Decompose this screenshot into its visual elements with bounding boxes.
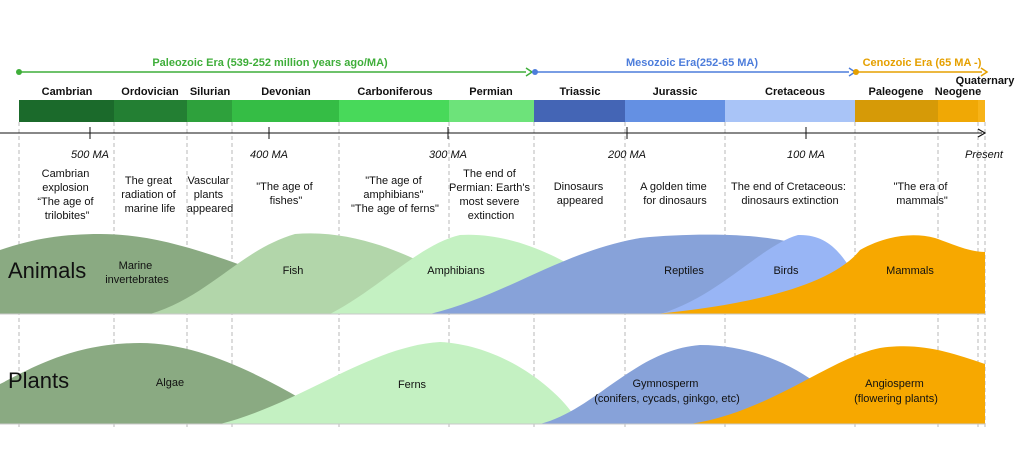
period-label-devonian: Devonian bbox=[261, 86, 311, 98]
plant-group-angiosperm-label: Angiosperm (flowering plants) bbox=[854, 378, 938, 405]
plant-group-ferns-label: Ferns bbox=[398, 379, 427, 391]
era-mesozoic-label: Mesozoic Era(252-65 MA) bbox=[626, 57, 758, 69]
animal-group-birds-label: Birds bbox=[773, 265, 799, 277]
plant-group-algae-label: Algae bbox=[156, 377, 184, 389]
event-silurian: Vascular plants appeared bbox=[187, 175, 234, 215]
tick-label: 100 MA bbox=[787, 149, 825, 161]
period-block-devonian bbox=[232, 100, 339, 122]
period-block-paleogene bbox=[855, 100, 938, 122]
period-label-paleogene: Paleogene bbox=[868, 86, 923, 98]
plants-row-label: Plants bbox=[8, 368, 69, 393]
event-permian: The end of Permian: Earth's most severe … bbox=[449, 168, 533, 222]
animal-group-reptiles-label: Reptiles bbox=[664, 265, 704, 277]
animal-group-mammals-label: Mammals bbox=[886, 265, 934, 277]
tick-label: 500 MA bbox=[71, 149, 109, 161]
period-labels: Cambrian Ordovician Silurian Devonian Ca… bbox=[42, 75, 1016, 98]
era-paleozoic-label: Paleozoic Era (539-252 million years ago… bbox=[152, 57, 388, 69]
era-arrow-icon bbox=[525, 67, 534, 77]
period-label-permian: Permian bbox=[469, 86, 513, 98]
animal-group-fish-label: Fish bbox=[283, 265, 304, 277]
era-bar: Paleozoic Era (539-252 million years ago… bbox=[16, 57, 989, 77]
period-block-ordovician bbox=[114, 100, 187, 122]
event-descriptions: Cambrian explosion “The age of trilobite… bbox=[37, 168, 950, 222]
era-cenozoic-label: Cenozoic Era (65 MA -) bbox=[863, 57, 982, 69]
animal-group-marine-invertebrates-label: Marine invertebrates bbox=[105, 260, 169, 286]
animals-row: Animals Marine invertebrates Fish Amphib… bbox=[0, 233, 985, 315]
event-jurassic: A golden time for dinosaurs bbox=[640, 181, 710, 207]
plants-row: Plants Algae Ferns Gymnosperm (conifers,… bbox=[0, 342, 985, 425]
event-cenozoic: "The era of mammals" bbox=[893, 181, 950, 207]
event-cretaceous: The end of Cretaceous: dinosaurs extinct… bbox=[731, 181, 849, 207]
period-color-bar bbox=[19, 100, 985, 122]
period-block-triassic bbox=[534, 100, 625, 122]
period-label-quaternary: Quaternary bbox=[956, 75, 1016, 87]
time-axis: 500 MA 400 MA 300 MA 200 MA 100 MA Prese… bbox=[0, 127, 1004, 161]
event-triassic: Dinosaurs appeared bbox=[554, 181, 607, 207]
period-label-cretaceous: Cretaceous bbox=[765, 86, 825, 98]
event-devonian: "The age of fishes" bbox=[256, 181, 316, 207]
period-label-carboniferous: Carboniferous bbox=[357, 86, 432, 98]
era-start-dot bbox=[16, 69, 22, 75]
plant-group-gymnosperm-label: Gymnosperm (conifers, cycads, ginkgo, et… bbox=[594, 378, 740, 405]
event-cambrian: Cambrian explosion “The age of trilobite… bbox=[37, 168, 96, 222]
tick-label: Present bbox=[965, 149, 1004, 161]
plant-group-ferns-area bbox=[220, 342, 580, 424]
axis-arrow-icon bbox=[977, 128, 987, 138]
tick-label: 300 MA bbox=[429, 149, 467, 161]
era-start-dot bbox=[853, 69, 859, 75]
event-carboniferous: "The age of amphibians" "The age of fern… bbox=[351, 175, 439, 215]
period-label-cambrian: Cambrian bbox=[42, 86, 93, 98]
era-start-dot bbox=[532, 69, 538, 75]
period-block-jurassic bbox=[625, 100, 725, 122]
plant-group-angiosperm-area bbox=[690, 346, 985, 424]
period-block-quaternary bbox=[978, 100, 985, 122]
period-block-neogene bbox=[938, 100, 978, 122]
period-label-neogene: Neogene bbox=[935, 86, 981, 98]
event-ordovician: The great radiation of marine life bbox=[121, 175, 179, 215]
period-label-triassic: Triassic bbox=[560, 86, 601, 98]
period-label-silurian: Silurian bbox=[190, 86, 231, 98]
animal-group-amphibians-label: Amphibians bbox=[427, 265, 485, 277]
period-block-cretaceous bbox=[725, 100, 855, 122]
plant-group-algae-area bbox=[0, 343, 328, 424]
animals-row-label: Animals bbox=[8, 258, 86, 283]
period-block-permian bbox=[449, 100, 534, 122]
period-label-jurassic: Jurassic bbox=[653, 86, 698, 98]
period-block-silurian bbox=[187, 100, 232, 122]
tick-label: 400 MA bbox=[250, 149, 288, 161]
era-arrow-icon bbox=[980, 67, 989, 77]
period-block-cambrian bbox=[19, 100, 114, 122]
tick-label: 200 MA bbox=[607, 149, 646, 161]
period-block-carboniferous bbox=[339, 100, 449, 122]
animal-group-mammals-area bbox=[655, 235, 985, 314]
period-label-ordovician: Ordovician bbox=[121, 86, 179, 98]
